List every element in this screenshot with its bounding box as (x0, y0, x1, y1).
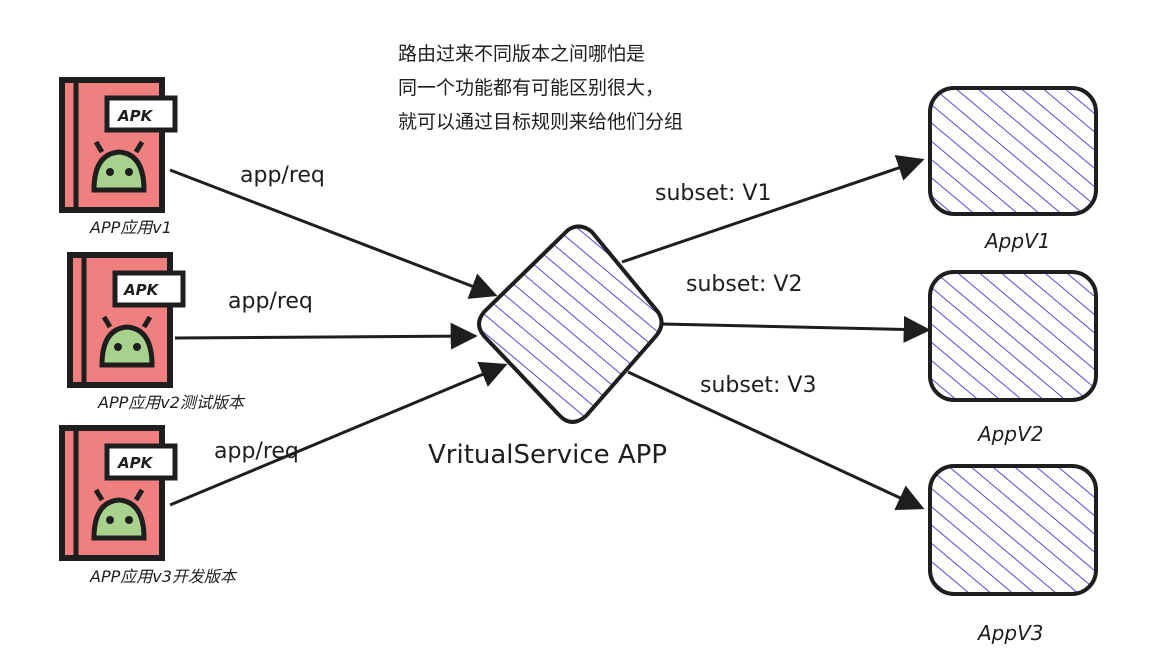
client-label-v2: APP应用v2测试版本 (97, 393, 246, 412)
apk-badge-v1: APK (117, 107, 154, 125)
apk-badge-v3: APK (117, 454, 154, 472)
service-label-appv2: AppV2 (976, 422, 1043, 446)
service-box-appv2[interactable]: AppV2 (928, 270, 1098, 446)
note-line-2: 同一个功能都有可能区别很大， (398, 77, 664, 99)
service-label-appv1: AppV1 (983, 229, 1050, 253)
note-text: 路由过来不同版本之间哪怕是 同一个功能都有可能区别很大， 就可以通过目标规则来给… (398, 43, 683, 133)
arrow-subset-v3 (627, 370, 925, 511)
service-label-appv3: AppV3 (976, 621, 1043, 645)
arrow-client-v2 (174, 322, 478, 350)
edge-label-client-v3: app/req (214, 439, 299, 464)
virtual-service-node[interactable]: VritualService APP (428, 224, 667, 470)
edge-label-client-v1: app/req (240, 163, 325, 188)
service-box-appv1[interactable]: AppV1 (928, 86, 1098, 253)
arrow-client-v1 (169, 168, 498, 299)
note-line-3: 就可以通过目标规则来给他们分组 (398, 111, 683, 133)
edge-label-subset-v2: subset: V2 (686, 272, 802, 297)
client-app-v1[interactable]: APK APP应用v1 (62, 80, 175, 237)
client-label-v1: APP应用v1 (89, 218, 172, 237)
apk-badge-v2: APK (123, 281, 160, 299)
arrow-client-v3 (169, 361, 508, 507)
client-label-v3: APP应用v3开发版本 (89, 567, 238, 586)
note-line-1: 路由过来不同版本之间哪怕是 (398, 43, 645, 65)
client-app-v2[interactable]: APK APP应用v2测试版本 (70, 255, 246, 412)
virtual-service-label: VritualService APP (428, 440, 667, 470)
service-box-appv3[interactable]: AppV3 (928, 464, 1098, 645)
edge-label-subset-v1: subset: V1 (655, 181, 771, 206)
arrow-subset-v2 (661, 315, 931, 343)
arrow-subset-v1 (621, 155, 925, 264)
edge-label-subset-v3: subset: V3 (700, 373, 816, 398)
client-app-v3[interactable]: APK APP应用v3开发版本 (62, 428, 238, 586)
edge-label-client-v2: app/req (228, 289, 313, 314)
